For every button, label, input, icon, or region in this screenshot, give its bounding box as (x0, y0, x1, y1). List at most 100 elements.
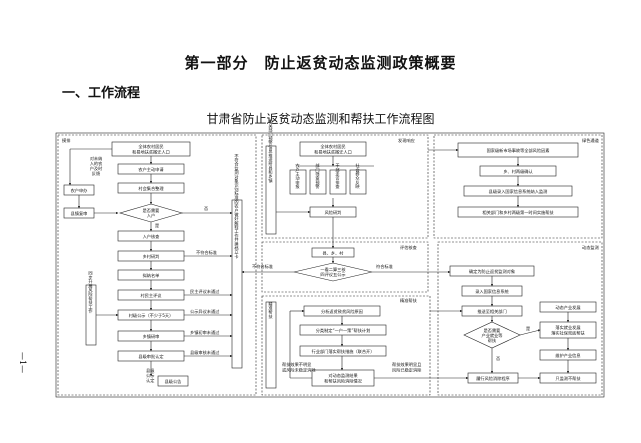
green-r4-text: 相关部门和乡村两级第一时间实施帮扶 (482, 209, 554, 216)
left-end-label-2: 公示 (146, 373, 154, 378)
help-note-right-2: 风险已稳定消除 (392, 367, 422, 374)
assess-towns-text: 县、乡、村 (323, 250, 345, 257)
mid-bar (231, 199, 243, 369)
left-household-note-4: 反馈 (92, 170, 101, 177)
dyn-yes: 是 (526, 326, 531, 332)
dyn-d8-text: 只监测不帮扶 (555, 375, 581, 382)
discover-vertical-text: 相关部门预警信息推送给县和乡镇 (268, 118, 274, 184)
flowchart-frame (55, 132, 605, 398)
region-discover-label: 发现响应 (398, 137, 415, 144)
help-h2-text: 分类制定“一户一策”帮扶计划 (316, 327, 371, 334)
left-fail-3: 公示异议未通过 (190, 308, 220, 315)
discover-col2-box (309, 169, 327, 195)
left-end-label-3: 认定 (146, 377, 154, 384)
discover-col1-text: 农户主动申报 (295, 162, 301, 190)
discover-col4-box (349, 169, 367, 195)
dyn-diamond-3: 帮扶 (488, 337, 497, 344)
part-title: 第一部分 防止返贫动态监测政策概要 (184, 54, 457, 72)
left-end-label-1: 县级 (146, 367, 155, 374)
dyn-d5-text-2: 落实社保兜底帮扶 (551, 330, 585, 337)
dyn-d5-text-1: 落实就业发展 (555, 324, 581, 331)
region-green (433, 134, 603, 239)
help-h2-box (299, 324, 387, 336)
green-r1-text: 国家级新市场事故等全部风险因素 (487, 147, 550, 154)
region-assess-label: 评估核查 (400, 244, 418, 251)
discover-vertical-box (265, 145, 277, 235)
left-fail-1: 不符合标准 (196, 249, 217, 256)
dyn-d2-text: 录入国家信息系统 (475, 288, 509, 295)
region-check-label: 摸排 (62, 137, 71, 144)
left-publicity-text: 村级公示（不少于5天） (129, 312, 174, 319)
left-publish-box (157, 375, 189, 387)
discover-col4-text: 社会群众反映 (355, 162, 361, 190)
assess-eval-2: 四评议五公示 (320, 271, 345, 278)
discover-col2-text: 部门筛查预警 (315, 162, 321, 190)
dyn-no: 否 (496, 356, 500, 362)
left-name-list-text: 拟纳名单 (143, 272, 160, 279)
assess-meet: 符合标准 (376, 263, 393, 270)
left-town-audit-text: 村民主评议 (141, 292, 163, 299)
left-approve-text: 乡镇研审 (143, 333, 160, 340)
left-apply-text: 农户申办 (71, 187, 88, 194)
help-h1-text: 分析返贫致贫风险原因 (321, 308, 363, 315)
region-help-label: 精准帮扶 (400, 297, 418, 304)
region-check (57, 134, 257, 396)
left-start-text-2: 和易地扶贫搬迁人口 (132, 149, 170, 156)
help-vertical-box (265, 301, 277, 389)
figure-title: 甘肃省防止返贫动态监测和帮扶工作流程图 (206, 112, 435, 126)
discover-start-text-2: 和易地扶贫搬迁人口 (314, 149, 352, 156)
left-village-eval-text: 乡村研判 (143, 253, 160, 260)
dyn-d4-text: 动态产业发展 (555, 304, 581, 311)
region-discover (261, 134, 429, 239)
left-side-note-text: 同步开展风险帮扶工作 (88, 271, 94, 315)
help-h3-box (299, 345, 387, 357)
help-h4-text-1: 对动态监测结果 (328, 372, 358, 379)
left-start-text: 全体农村居民 (138, 143, 163, 150)
help-vertical-text: 精准帮扶 (268, 300, 274, 320)
left-visit-text: 入户核查 (143, 233, 161, 240)
region-dynamic (437, 241, 603, 396)
region-green-label: 绿色通道 (582, 137, 600, 144)
dyn-diamond-1: 是否需要 (484, 328, 501, 334)
left-collect-text: 村会集合整理 (138, 185, 164, 192)
green-r2-text: 乡、村两级确认 (503, 168, 533, 175)
assess-diamond (293, 262, 373, 282)
page-number: —1— (18, 352, 27, 374)
help-h3-text: 行业部门落实帮扶措施（联合开） (312, 348, 375, 355)
region-assess (261, 241, 429, 293)
section-title: 一、工作流程 (62, 86, 141, 101)
left-diamond-yes: 是 (155, 223, 160, 229)
green-r3-text: 县级录入国家信息系统纳入监测 (489, 188, 548, 195)
dyn-d3-text: 推送至相关部门 (477, 308, 506, 315)
help-h4-text-2: 和帮扶风险消除情况 (324, 378, 363, 385)
left-report-text: 县级审批认定 (138, 353, 163, 360)
discover-col3-text: 干部走访排查 (335, 163, 341, 190)
help-note-left-2: 或风险未稳定消除 (282, 367, 316, 374)
help-note-right-1: 帮扶效果明显且 (392, 361, 421, 368)
left-diamond-text-2: 入户 (147, 212, 155, 219)
left-household-note-1: 对未纳 (90, 155, 103, 162)
assess-not-meet: 不符合标准 (252, 263, 273, 270)
left-diamond-no: 否 (204, 206, 208, 212)
mid-bar-text: 不符合监测对象识别标准的农户做好解释工作并建档立卡 (234, 153, 240, 260)
left-diamond-text-1: 是否需要 (143, 208, 160, 214)
left-fail-4: 乡镇初审未通过 (190, 329, 220, 336)
region-dynamic-label: 动态监测 (582, 244, 599, 251)
help-note-left-1: 帮扶效果不明显 (282, 361, 311, 368)
left-publish-text: 县级公告 (165, 378, 182, 385)
dyn-d7-text: 履行风险消除程序 (476, 375, 510, 382)
left-household-note-2: 入的农 (90, 160, 103, 167)
green-r4-box (457, 206, 579, 218)
discover-col1-box (289, 169, 307, 195)
left-household-note-3: 户及时 (90, 165, 103, 172)
left-fail-5: 县级审核未通过 (190, 349, 220, 356)
dyn-d6-text: 维护产业信息 (555, 352, 580, 359)
discover-risk-text: 风险研判 (325, 209, 342, 216)
assess-eval-1: 一看二算三核 (320, 266, 346, 273)
left-fail-2: 民主评议未通过 (190, 288, 220, 295)
dyn-d1-text: 确定为防止返贫监测对象 (469, 268, 515, 275)
left-village-visit-text: 县镇复审 (71, 210, 88, 217)
discover-start-text: 全体农村居民 (320, 143, 345, 150)
dyn-diamond-2: 产业就业等 (482, 332, 503, 339)
